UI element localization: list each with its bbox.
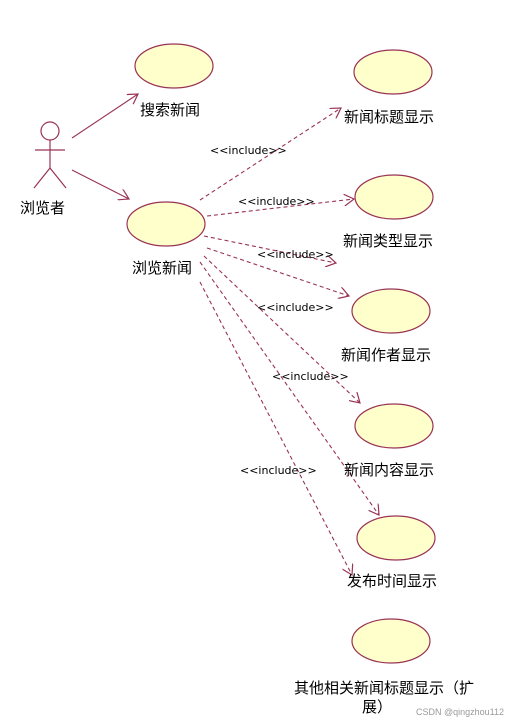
- use-case-content-label: 新闻内容显示: [344, 461, 434, 479]
- use-case-type-label: 新闻类型显示: [343, 232, 433, 250]
- use-case-other-label-line1: 其他相关新闻标题显示（扩: [294, 679, 474, 697]
- actor-stick-figure-icon[interactable]: [33, 121, 67, 189]
- use-case-content-ellipse[interactable]: [354, 403, 434, 449]
- actor-left-leg: [33, 167, 51, 189]
- use-case-author-ellipse[interactable]: [351, 288, 431, 334]
- use-case-time-label: 发布时间显示: [347, 572, 437, 590]
- use-case-title-ellipse[interactable]: [353, 49, 433, 95]
- include-label-author: <<include>>: [257, 301, 334, 314]
- use-case-author-label: 新闻作者显示: [341, 346, 431, 364]
- use-case-title-label: 新闻标题显示: [344, 108, 434, 126]
- use-case-time-ellipse[interactable]: [356, 515, 436, 561]
- include-arrow-type: [206, 199, 354, 217]
- include-arrow-author: [206, 247, 349, 296]
- association-actor-to-browse: [71, 169, 129, 199]
- use-case-other-ellipse[interactable]: [351, 618, 431, 664]
- include-arrow-other: [199, 281, 352, 575]
- use-case-search-label: 搜索新闻: [140, 101, 200, 119]
- use-case-type-ellipse[interactable]: [354, 174, 434, 220]
- association-actor-to-search: [71, 94, 138, 139]
- use-case-browse-label: 浏览新闻: [132, 259, 192, 277]
- include-label-type-secondary: <<include>>: [257, 248, 334, 261]
- actor-right-leg: [49, 167, 67, 189]
- csdn-watermark: CSDN @qingzhou112: [416, 707, 504, 717]
- include-label-content: <<include>>: [272, 370, 349, 383]
- include-label-other: <<include>>: [240, 464, 317, 477]
- use-case-browse-ellipse[interactable]: [126, 201, 206, 247]
- use-case-other-label-line2: 展）: [362, 698, 392, 716]
- include-arrow-title: [199, 108, 341, 201]
- use-case-search-ellipse[interactable]: [134, 43, 214, 89]
- include-arrow-time: [199, 261, 379, 515]
- include-label-type: <<include>>: [238, 195, 315, 208]
- actor-head: [40, 121, 60, 141]
- include-arrow-type-secondary: [203, 235, 336, 263]
- include-arrow-content: [203, 255, 360, 403]
- include-label-title: <<include>>: [210, 144, 287, 157]
- actor-name-label: 浏览者: [20, 199, 65, 217]
